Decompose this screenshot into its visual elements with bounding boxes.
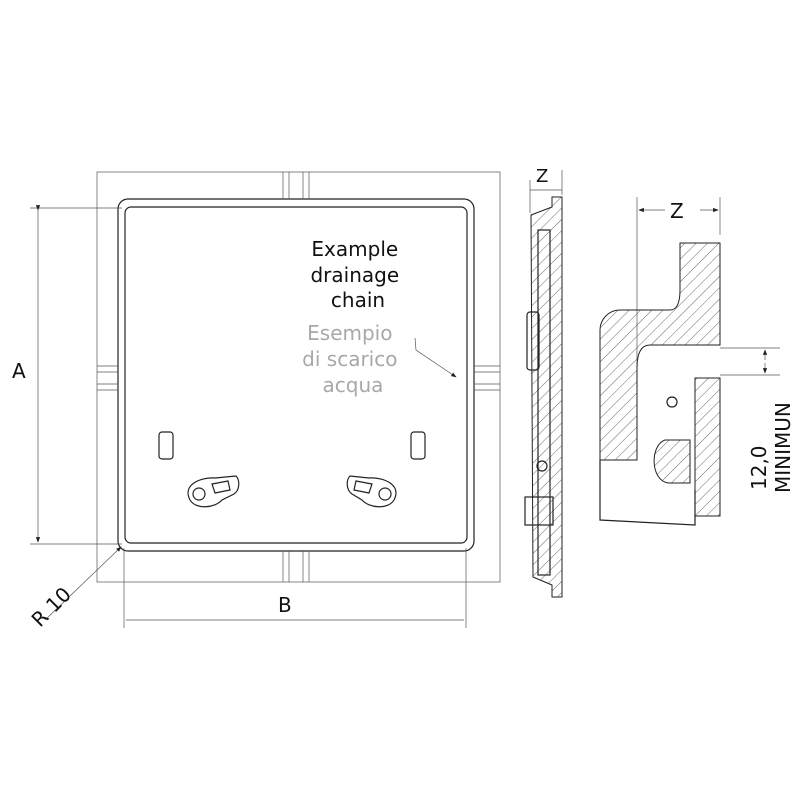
side-clip xyxy=(524,496,554,526)
latch-left xyxy=(187,475,240,508)
detail-base xyxy=(599,460,696,526)
latch-right xyxy=(346,475,397,508)
door-frame xyxy=(117,198,475,552)
note-en: Example drainage chain xyxy=(310,237,405,312)
detail-latch-section xyxy=(653,439,691,484)
radius-label: R 10 xyxy=(27,582,76,631)
slot-left xyxy=(158,431,174,460)
dimension-radius: R 10 xyxy=(27,546,122,632)
dim-a-label: A xyxy=(12,359,26,383)
outer-frame xyxy=(96,171,501,583)
side-handle xyxy=(526,311,540,371)
frame-ribs xyxy=(97,172,500,582)
note-it-line: di scarico xyxy=(302,347,397,371)
note-en-line: Example xyxy=(311,237,398,261)
side-view: Z xyxy=(524,166,563,598)
side-z-label: Z xyxy=(536,166,548,187)
side-door xyxy=(537,229,551,576)
dimension-a: A xyxy=(12,205,122,545)
door-panel xyxy=(124,206,468,544)
min-dimension-label: 12,0 MINIMUN xyxy=(747,402,795,493)
side-pivot xyxy=(536,460,548,472)
slot-right xyxy=(410,431,426,460)
detail-frame-section xyxy=(599,242,721,461)
note-it-line: acqua xyxy=(323,373,384,397)
dim-b-label: B xyxy=(278,593,292,617)
side-frame xyxy=(530,196,563,598)
note-it: Esempio di scarico acqua xyxy=(302,321,404,397)
leader-arrow xyxy=(414,337,457,378)
note-en-line: chain xyxy=(331,288,385,312)
detail-pin xyxy=(666,396,678,408)
detail-z-label: Z xyxy=(670,199,684,223)
detail-door-section xyxy=(694,377,721,517)
note-en-line: drainage xyxy=(310,263,399,287)
min-label: MINIMUN xyxy=(771,402,795,493)
min-value: 12,0 xyxy=(747,445,771,490)
detail-view: Z 12,0 MINIMUN xyxy=(599,197,795,526)
front-view: Example drainage chain Esempio di scaric… xyxy=(12,171,501,632)
note-it-line: Esempio xyxy=(307,321,392,345)
dimension-b: B xyxy=(123,548,467,628)
